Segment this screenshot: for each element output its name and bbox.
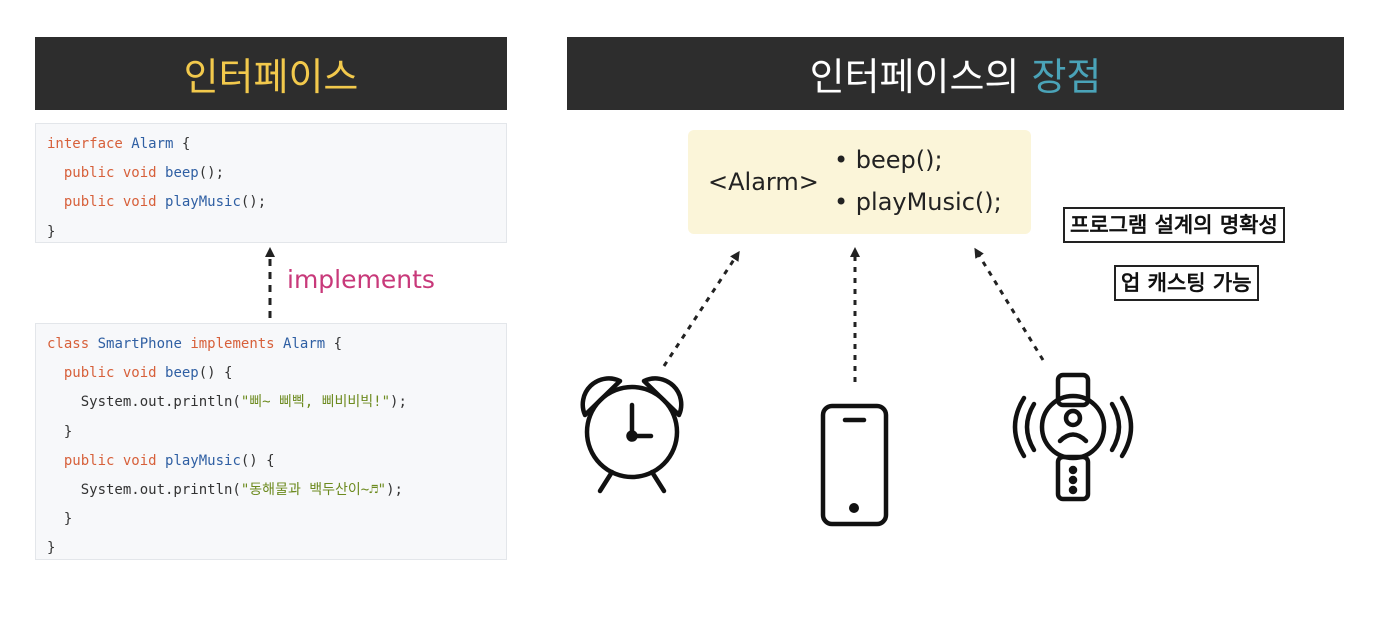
code-line: } — [47, 218, 495, 247]
code-line: } — [47, 505, 495, 534]
smartwatch-icon — [1012, 372, 1134, 502]
code-token: } — [47, 511, 73, 528]
code-token: Alarm — [122, 136, 182, 152]
advantages-title: 인터페이스의 장점 — [567, 37, 1344, 110]
code-line: System.out.println("동해물과 백두산이~♬"); — [47, 476, 495, 505]
method-beep: • beep(); — [834, 146, 943, 174]
code-token: } — [47, 540, 56, 557]
code-line: public void playMusic(); — [47, 188, 495, 217]
advantages-title-main: 인터페이스의 — [809, 55, 1032, 99]
code-line: class SmartPhone implements Alarm { — [47, 330, 495, 359]
code-line: public void beep(); — [47, 159, 495, 188]
code-token: (); — [240, 194, 267, 211]
code-token: public void — [47, 452, 166, 469]
code-token: ); — [390, 394, 407, 411]
advantage-clear-design: 프로그램 설계의 명확성 — [1063, 207, 1285, 243]
code-token: System.out.println( — [47, 481, 241, 498]
class-code-block: class SmartPhone implements Alarm { publ… — [35, 323, 507, 560]
code-line: public void playMusic() { — [47, 447, 495, 476]
code-token: playMusic — [165, 194, 241, 211]
alarm-clock-arrow — [662, 250, 740, 367]
code-line: public void beep() { — [47, 359, 495, 388]
alarm-interface-box: <Alarm> • beep(); • playMusic(); — [688, 130, 1031, 234]
code-token: public void — [47, 165, 166, 182]
smartphone-icon — [820, 403, 889, 527]
code-token: { — [181, 136, 191, 152]
code-token: beep — [165, 165, 199, 182]
code-token: public void — [47, 365, 166, 382]
smartwatch-arrow — [974, 247, 1045, 361]
code-line: System.out.println("삐~ 삐삑, 삐비비빅!"); — [47, 388, 495, 417]
code-line: } — [47, 418, 495, 447]
alarm-clock-icon — [580, 376, 684, 494]
code-token: { — [333, 336, 343, 352]
code-token: implements — [190, 336, 275, 352]
code-token: () { — [240, 452, 275, 469]
code-token: public void — [47, 194, 166, 211]
code-token: interface — [47, 136, 123, 152]
advantages-title-accent: 장점 — [1031, 55, 1102, 99]
method-playmusic: • playMusic(); — [834, 188, 1002, 216]
code-line: } — [47, 534, 495, 563]
code-token: ); — [386, 481, 403, 498]
advantage-upcasting: 업 캐스팅 가능 — [1114, 265, 1259, 301]
alarm-interface-name: <Alarm> — [708, 168, 819, 196]
code-token: SmartPhone — [89, 336, 191, 352]
code-token: "삐~ 삐삑, 삐비비빅!" — [240, 394, 391, 411]
code-token: beep — [165, 365, 199, 382]
implements-label: implements — [287, 265, 435, 294]
code-token: playMusic — [165, 452, 241, 469]
code-token: } — [47, 223, 56, 240]
interface-code-block: interface Alarm { public void beep(); pu… — [35, 123, 507, 243]
code-line: interface Alarm { — [47, 130, 495, 159]
code-token: class — [47, 336, 90, 352]
code-token: (); — [198, 165, 225, 182]
code-token: Alarm — [274, 336, 334, 352]
code-token: System.out.println( — [47, 394, 241, 411]
code-token: "동해물과 백두산이~♬" — [240, 481, 387, 498]
interface-title: 인터페이스 — [35, 37, 507, 110]
code-token: } — [47, 423, 73, 440]
code-token: () { — [198, 365, 233, 382]
